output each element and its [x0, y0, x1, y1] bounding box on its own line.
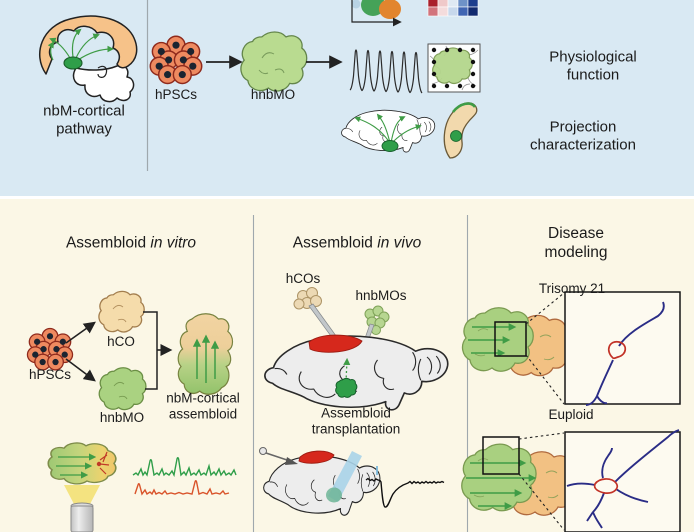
hnbmo-label-invitro: hnbMO	[99, 409, 145, 425]
zoom-connector	[525, 354, 565, 405]
hnbmo-organoid-illustration	[240, 31, 308, 92]
projection-characterization-label: Projection characterization	[530, 118, 636, 154]
transplantation-label: Assembloid transplantation	[311, 405, 401, 437]
hnbmos-label: hnbMOs	[355, 287, 407, 303]
zoom-connector	[518, 473, 565, 531]
axon-blue	[585, 301, 665, 406]
recording-mouse-brain	[263, 455, 381, 516]
calcium-trace-green	[132, 457, 237, 478]
assembloid-art	[26, 215, 681, 532]
zoom-box-trisomy	[494, 321, 527, 357]
in-vitro-diagram	[26, 290, 237, 532]
umap-plot-illustration	[351, 0, 402, 27]
euploid-inset	[564, 429, 681, 532]
hco-organoid	[98, 290, 145, 333]
hco-cluster	[293, 287, 322, 310]
axon-swelling-red	[607, 340, 627, 360]
human-brain-illustration	[38, 15, 138, 103]
microscope-objective	[70, 505, 94, 532]
hcos-label: hCOs	[285, 270, 321, 286]
nbm-cortical-assembloid-illustration	[177, 313, 234, 395]
heatmap-illustration	[427, 0, 479, 17]
calcium-trace-orange	[134, 480, 230, 496]
hpsc-cluster-illustration	[149, 35, 203, 85]
disease-modeling-title: Disease modeling	[544, 225, 608, 261]
assembloid-label: nbM-cortical assembloid	[166, 390, 240, 422]
mouse-brain-projection-illustration	[341, 109, 436, 153]
disease-modeling-diagram	[461, 291, 681, 532]
overview-art	[38, 0, 481, 171]
spike-train-illustration	[349, 49, 423, 94]
hpsc-cluster-invitro	[26, 327, 74, 371]
hnbmo-organoid-invitro	[98, 367, 147, 410]
hnbmo-label: hnbMO	[250, 86, 296, 102]
stimulating-electrode	[259, 447, 298, 465]
trisomy-assembloid	[461, 307, 572, 377]
overview-panel: nbM-cortical pathway hPSCs hnbMO Physiol…	[0, 0, 694, 196]
in-vivo-diagram	[259, 287, 449, 516]
trisomy-label: Trisomy 21	[538, 280, 606, 296]
target-region-teal	[326, 487, 342, 503]
axons-blue	[566, 429, 680, 529]
mea-grid-illustration	[427, 43, 481, 93]
merge-bracket	[143, 311, 158, 390]
hnbmo-cluster	[364, 305, 390, 335]
physiological-function-label: Physiological function	[549, 48, 637, 84]
trisomy-inset	[564, 291, 681, 406]
organoid-slice-illustration	[443, 102, 478, 159]
nbm-nucleus	[63, 56, 83, 70]
zoom-connector	[525, 292, 565, 325]
nbm-graft-green	[335, 378, 358, 398]
pathway-label: nbM-cortical pathway	[43, 102, 125, 138]
imaging-assembloid-illustration	[47, 442, 117, 532]
graft-projection-dotted	[343, 357, 351, 383]
cortical-graft-red	[308, 334, 363, 353]
ephys-trace	[365, 466, 445, 508]
soma-red	[593, 478, 619, 494]
zoom-connector	[518, 432, 565, 440]
zoom-box-euploid	[482, 436, 520, 475]
euploid-label: Euploid	[548, 406, 594, 422]
hpscs-label-invitro: hPSCs	[28, 366, 72, 382]
hco-label: hCO	[107, 333, 135, 349]
hpscs-label: hPSCs	[154, 86, 198, 102]
euploid-assembloid	[461, 436, 577, 516]
target-neuron-sketch	[96, 451, 110, 475]
light-cone	[64, 485, 100, 506]
cortical-graft-red-2	[298, 450, 335, 464]
